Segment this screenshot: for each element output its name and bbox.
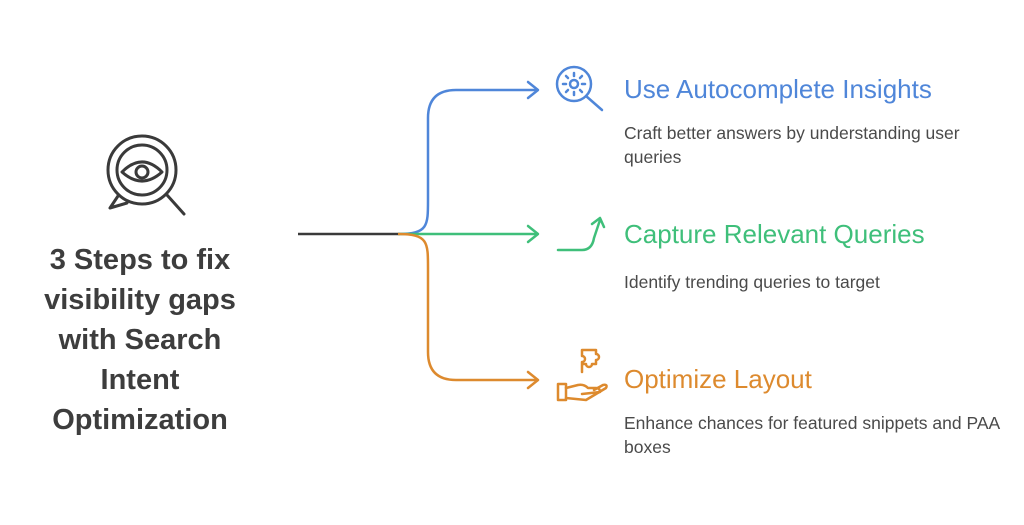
magnifier-eye-icon: [106, 134, 186, 216]
step-1-title: Use Autocomplete Insights: [624, 74, 932, 104]
step-3-description: Enhance chances for featured snippets an…: [624, 413, 1000, 457]
step-2-description: Identify trending queries to target: [624, 272, 880, 292]
step-2-title: Capture Relevant Queries: [624, 219, 925, 249]
trend-arrow-icon: [556, 216, 606, 252]
diagram-title: 3 Steps to fix visibility gaps with Sear…: [44, 244, 236, 436]
step-3-title: Optimize Layout: [624, 364, 812, 394]
arrow-step-2: [526, 224, 540, 244]
arrow-step-1: [526, 80, 540, 100]
connector-step-1: [397, 88, 536, 236]
hand-puzzle-icon: [556, 348, 608, 402]
arrow-step-3: [526, 370, 540, 390]
connector-step-3: [397, 232, 536, 382]
magnifier-gear-icon: [555, 65, 604, 112]
step-1-description: Craft better answers by understanding us…: [624, 123, 960, 167]
